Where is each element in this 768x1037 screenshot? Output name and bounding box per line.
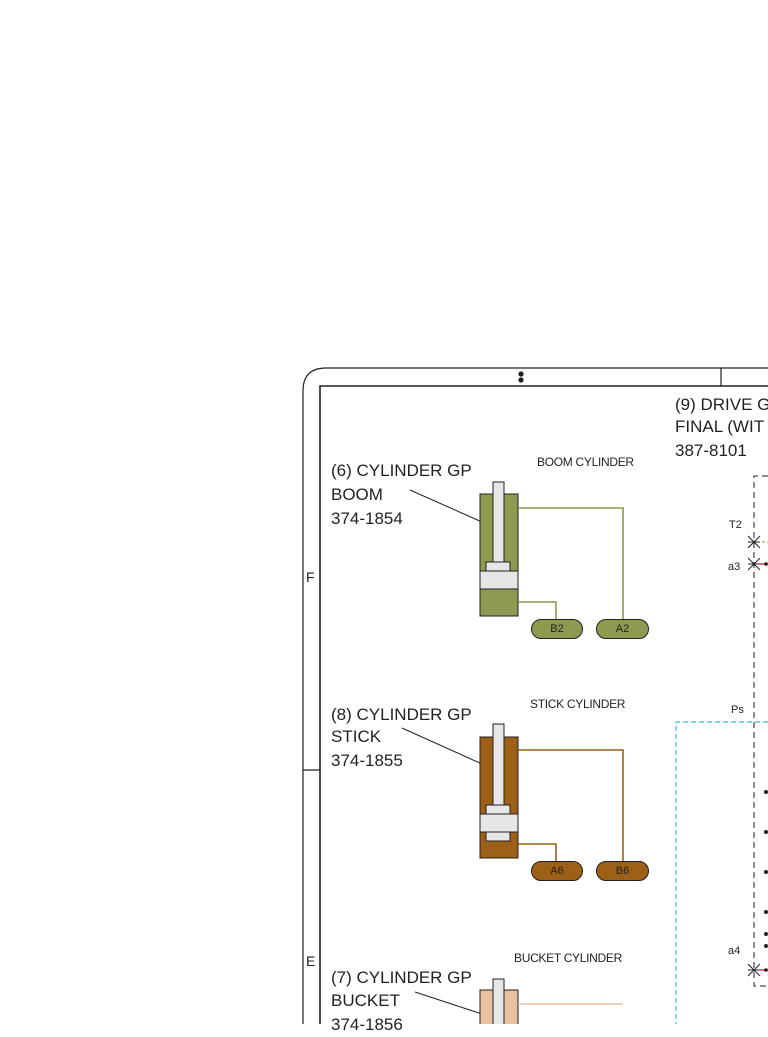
stick-name: STICK <box>331 727 382 746</box>
drive-title-line1: (9) DRIVE G <box>675 395 768 414</box>
boom-cylinder-symbol <box>409 481 624 620</box>
sheet-inner-border <box>319 385 768 1024</box>
drive-port-ps-label: Ps <box>731 704 744 716</box>
bucket-part-number: 374-1856 <box>331 1015 403 1034</box>
drive-part-number: 387-8101 <box>675 441 747 460</box>
stick-line-to-a6 <box>518 843 557 862</box>
drive-title-line2: FINAL (WIT <box>675 417 765 436</box>
bucket-name: BUCKET <box>331 991 400 1010</box>
boom-part-number: 374-1854 <box>331 509 403 528</box>
port-a4-cross <box>747 963 768 977</box>
drive-port-a4-label: a4 <box>728 945 741 957</box>
bucket-cylinder-symbol <box>414 978 623 1024</box>
port-a2: A2 <box>596 619 649 639</box>
drive-dashed-boundary <box>753 475 768 987</box>
stick-line-to-b6 <box>518 749 624 862</box>
stick-title: (8) CYLINDER GP <box>331 705 472 724</box>
stick-leader-line <box>401 727 483 765</box>
port-b2: B2 <box>531 619 583 639</box>
zone-letter-f: F <box>306 569 315 585</box>
drive-connection-dots <box>764 790 768 948</box>
drive-section <box>675 475 768 1024</box>
boom-leader-line <box>409 489 483 523</box>
grid-reference-marker <box>518 371 524 383</box>
bucket-leader-line <box>414 991 483 1015</box>
stick-caption: STICK CYLINDER <box>530 697 626 711</box>
bucket-caption: BUCKET CYLINDER <box>514 951 622 965</box>
zone-letter-e: E <box>306 953 316 969</box>
pilot-dashed-boundary <box>675 721 768 1024</box>
drive-port-a3-label: a3 <box>728 561 741 573</box>
stick-cylinder-symbol <box>401 723 624 862</box>
boom-name: BOOM <box>331 485 383 504</box>
boom-caption: BOOM CYLINDER <box>537 455 634 469</box>
bucket-title: (7) CYLINDER GP <box>331 968 472 987</box>
boom-line-to-b2 <box>518 601 557 620</box>
drive-port-t2-label: T2 <box>729 519 742 531</box>
boom-title: (6) CYLINDER GP <box>331 461 472 480</box>
port-b6: B6 <box>596 861 649 881</box>
sheet-outer-border <box>302 367 768 1024</box>
port-t2-cross <box>747 535 768 549</box>
port-a6: A6 <box>531 861 583 881</box>
boom-line-to-a2 <box>518 507 624 620</box>
stick-part-number: 374-1855 <box>331 751 403 770</box>
port-a3-cross <box>747 557 768 571</box>
